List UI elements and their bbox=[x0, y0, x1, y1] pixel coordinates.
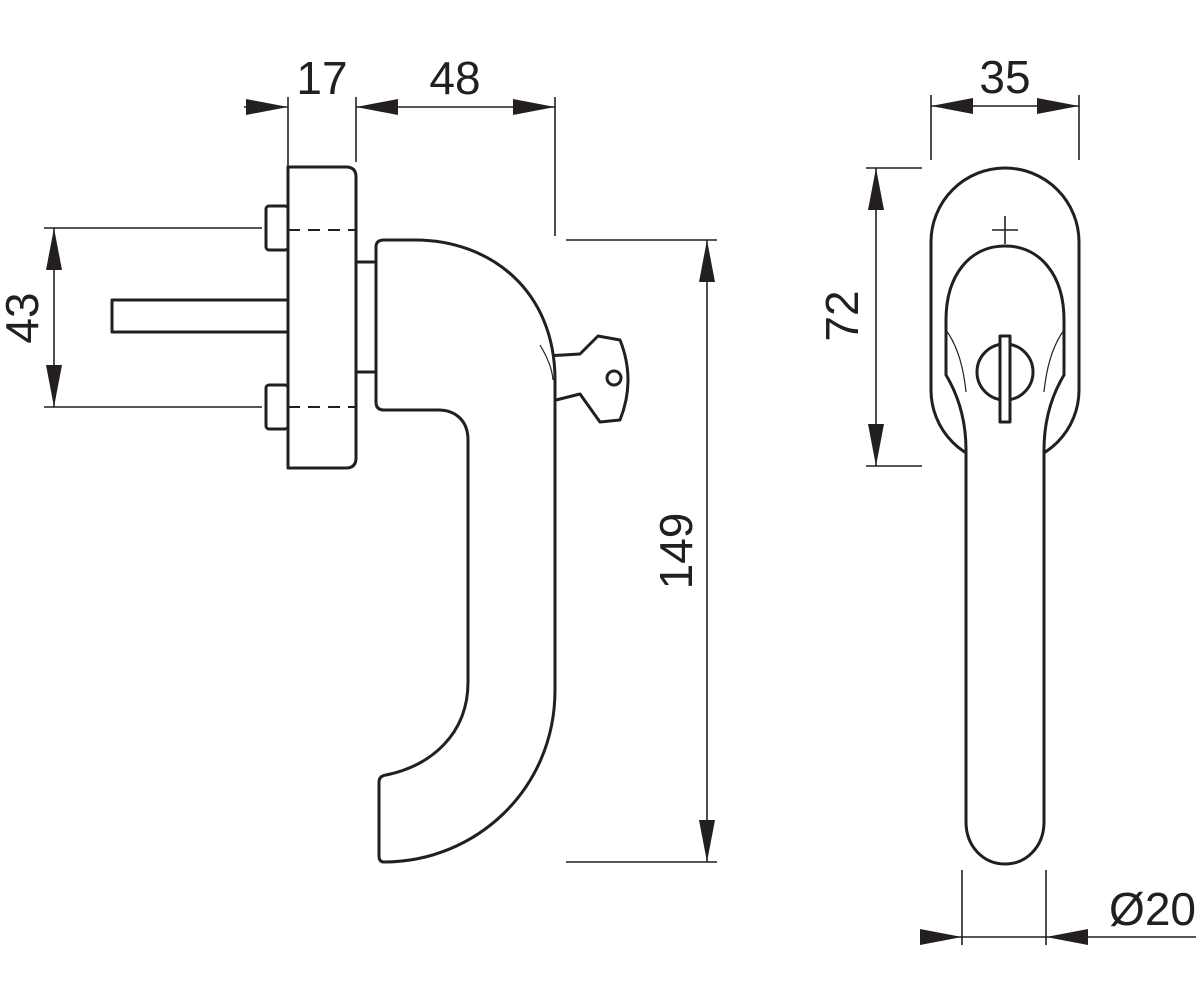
dim-handle-length: 149 bbox=[650, 513, 702, 590]
dim-rose-width: 35 bbox=[979, 51, 1030, 103]
front-view: 35 72 Ø20 bbox=[816, 51, 1196, 945]
arrow-149-bottom bbox=[699, 820, 715, 862]
handle-edge-line bbox=[539, 344, 554, 381]
arrow-43-bottom bbox=[46, 365, 62, 407]
arrow-72-bottom bbox=[868, 424, 884, 466]
screw-head-top bbox=[264, 204, 290, 252]
neck-connector bbox=[354, 260, 378, 374]
neck-contour-right bbox=[1043, 329, 1065, 393]
front-handle-grip bbox=[944, 244, 1066, 866]
arrow-20-left bbox=[920, 929, 962, 945]
dim-screw-spacing: 43 bbox=[0, 292, 48, 343]
arrow-48-left bbox=[356, 99, 398, 115]
dim-handle-projection: 48 bbox=[429, 52, 480, 104]
dim-rose-height: 72 bbox=[816, 290, 868, 341]
spindle bbox=[110, 298, 294, 334]
arrow-35-left bbox=[931, 98, 973, 114]
arrow-17 bbox=[246, 99, 288, 115]
screw-mark-top bbox=[992, 216, 1018, 244]
handle-body bbox=[374, 238, 557, 864]
arrow-48-right bbox=[513, 99, 555, 115]
arrow-149-top bbox=[699, 240, 715, 282]
arrow-72-top bbox=[868, 168, 884, 210]
neck-contour-left bbox=[945, 329, 967, 393]
arrow-43-top bbox=[46, 228, 62, 270]
arrow-35-right bbox=[1037, 98, 1079, 114]
dim-grip-diameter: Ø20 bbox=[1109, 883, 1196, 935]
screw-head-bottom bbox=[264, 383, 290, 431]
arrow-20-right bbox=[1046, 929, 1088, 945]
dim-rose-depth: 17 bbox=[296, 52, 347, 104]
lock-cylinder-icon bbox=[975, 334, 1035, 424]
rose-plate bbox=[286, 165, 358, 470]
side-view: 17 48 43 149 bbox=[0, 52, 717, 864]
